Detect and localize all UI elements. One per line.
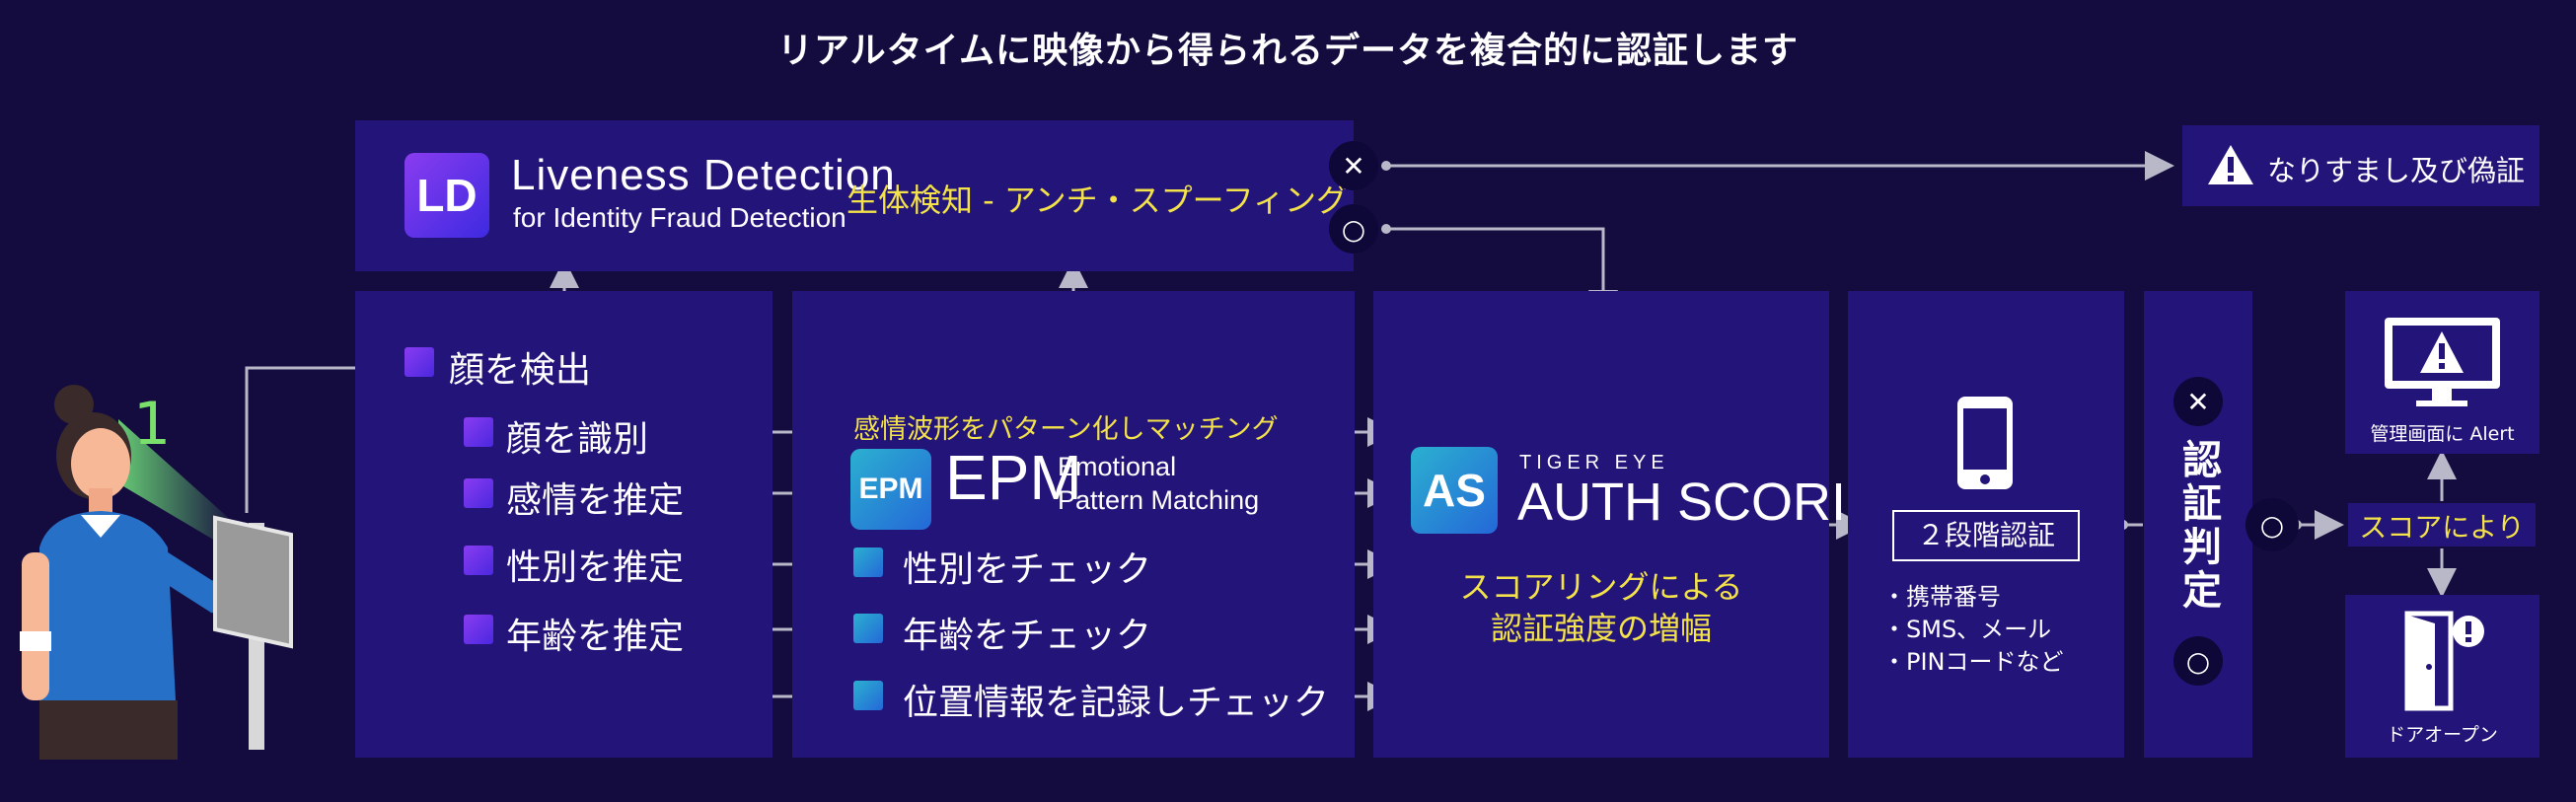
- smartphone-icon: [1957, 397, 2013, 489]
- epm-check: 位置情報を記録しチェック: [903, 683, 1330, 723]
- judge-label: 認証判定: [2175, 439, 2221, 613]
- detect-item: 感情を推定: [506, 480, 685, 521]
- ld-name: Liveness Detection: [511, 151, 896, 199]
- epm-badge: EPM: [850, 449, 931, 530]
- door-icon: [2404, 611, 2484, 711]
- ld-badge: LD: [405, 153, 489, 238]
- monitor-alert-icon: [2385, 318, 2500, 406]
- detect-item: 性別を推定: [506, 547, 685, 588]
- liveness-detection-panel: [355, 120, 1354, 271]
- epm-check: 性別をチェック: [903, 549, 1152, 590]
- svg-text:1: 1: [133, 390, 171, 459]
- ld-pass-mark: ○: [1329, 204, 1378, 254]
- two-factor-item: ・携帯番号: [1882, 583, 2001, 611]
- epm-name: EPM: [945, 442, 1082, 513]
- score-box: [2348, 503, 2536, 547]
- person-illustration: 1: [20, 385, 293, 760]
- bullet-icon: [853, 547, 883, 577]
- epm-wave-label: 感情波形をパターン化しマッチング: [853, 414, 1279, 445]
- epm-check: 年齢をチェック: [903, 616, 1152, 656]
- judge-pass-mark: ○: [2173, 636, 2223, 686]
- ld-fail-mark: ✕: [1329, 141, 1378, 190]
- bullet-icon: [853, 681, 883, 710]
- bullet-icon: [464, 615, 493, 644]
- judge-fail-mark: ✕: [2173, 377, 2223, 426]
- bullet-icon: [405, 347, 434, 377]
- admin-alert-label: 管理画面に Alert: [2370, 423, 2515, 445]
- ld-subname: for Identity Fraud Detection: [513, 202, 846, 233]
- score-label: スコアにより: [2359, 511, 2525, 544]
- result-pass-mark: ○: [2245, 498, 2299, 551]
- detect-head: 顔を検出: [449, 350, 592, 391]
- detect-item: 顔を識別: [506, 419, 649, 460]
- bullet-icon: [464, 417, 493, 447]
- door-label: ドアオープン: [2387, 724, 2498, 746]
- as-badge: AS: [1411, 447, 1498, 534]
- two-factor-item: ・PINコードなど: [1882, 648, 2064, 676]
- ld-description: 生体検知 - アンチ・スプーフィング: [846, 182, 1349, 219]
- warning-icon: [2208, 145, 2253, 184]
- door-box: [2345, 595, 2539, 758]
- bullet-icon: [464, 478, 493, 508]
- epm-sub2: Pattern Matching: [1058, 485, 1260, 515]
- two-factor-item: ・SMS、メール: [1882, 616, 2052, 643]
- epm-sub1: Emotional: [1058, 452, 1177, 481]
- as-desc2: 認証強度の増幅: [1490, 610, 1712, 647]
- bullet-icon: [464, 546, 493, 575]
- bullet-icon: [853, 614, 883, 643]
- detect-item: 年齢を推定: [506, 617, 685, 657]
- as-brand: TIGER EYE: [1519, 452, 1669, 474]
- two-factor-label: ２段階認証: [1892, 510, 2080, 561]
- fraud-label: なりすまし及び偽証: [2267, 154, 2526, 187]
- as-desc1: スコアリングによる: [1459, 568, 1743, 606]
- page-title: リアルタイムに映像から得られるデータを複合的に認証します: [777, 31, 1799, 71]
